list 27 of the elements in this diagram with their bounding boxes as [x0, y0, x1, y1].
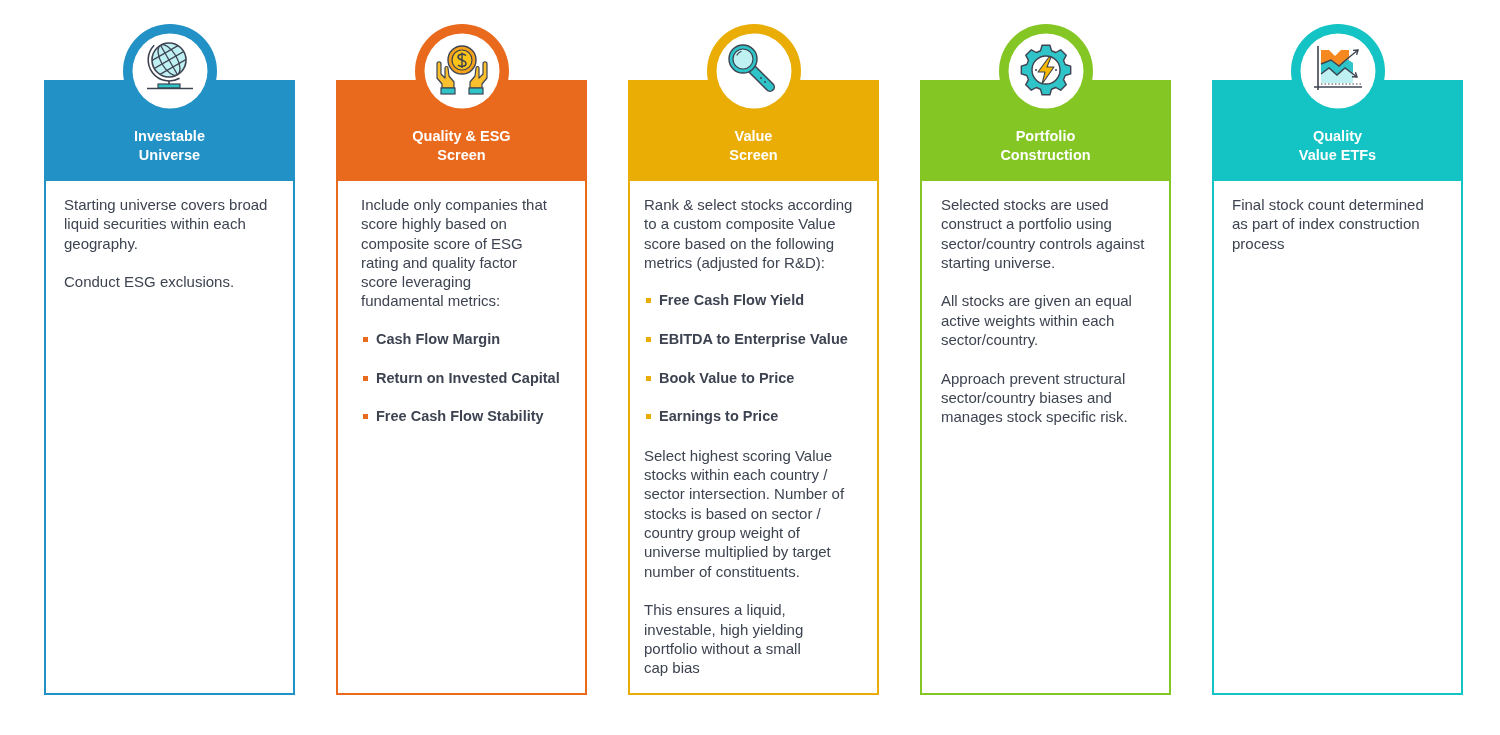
process-card: [1212, 80, 1463, 695]
description-text: Starting universe covers broad liquid securities within each geography.: [64, 195, 269, 253]
process-card: [920, 80, 1171, 695]
process-card: [336, 80, 587, 695]
bullet-text: Cash Flow Margin: [376, 330, 501, 350]
card-title: Quality & ESG Screen: [411, 127, 512, 165]
description-text: Select highest scoring Value stocks within each country / sector intersection. Number of stocks is based on sector / country group weight of universe multiplied by target number of constituents.: [644, 445, 846, 581]
bullet-text: Free Cash Flow Yield: [659, 291, 805, 311]
bullet-text: Return on Invested Capital: [376, 368, 560, 388]
bullet-text: Earnings to Price: [659, 407, 779, 427]
description-text: Conduct ESG exclusions.: [64, 272, 236, 292]
card-title: Investable Universe: [133, 127, 206, 165]
description-text: Final stock count determined as part of index construction process: [1232, 195, 1425, 253]
description-text: Selected stocks are used construct a portfolio using sector/country controls against starting universe.: [941, 195, 1146, 273]
bullet-text: Book Value to Price: [659, 368, 795, 388]
bullet-text: Free Cash Flow Stability: [376, 407, 544, 427]
description-text: This ensures a liquid, investable, high yielding portfolio without a small cap bias: [644, 600, 805, 678]
process-card: [44, 80, 295, 695]
description-text: Approach prevent structural sector/country biases and manages stock specific risk.: [941, 368, 1129, 427]
card-title: Value Screen: [728, 127, 779, 165]
bullet-text: EBITDA to Enterprise Value: [659, 330, 848, 350]
card-title: Portfolio Construction: [999, 127, 1092, 165]
card-title: Quality Value ETFs: [1297, 127, 1378, 165]
description-text: Rank & select stocks according to a custom composite Value score based on the following metrics (adjusted for R&D):: [644, 195, 854, 273]
process-card: [628, 80, 879, 695]
description-text: Include only companies that score highly based on composite score of ESG rating and quality factor score leveraging fundamental metrics:: [361, 195, 548, 311]
description-text: All stocks are given an equal active weights within each sector/country.: [941, 291, 1133, 350]
